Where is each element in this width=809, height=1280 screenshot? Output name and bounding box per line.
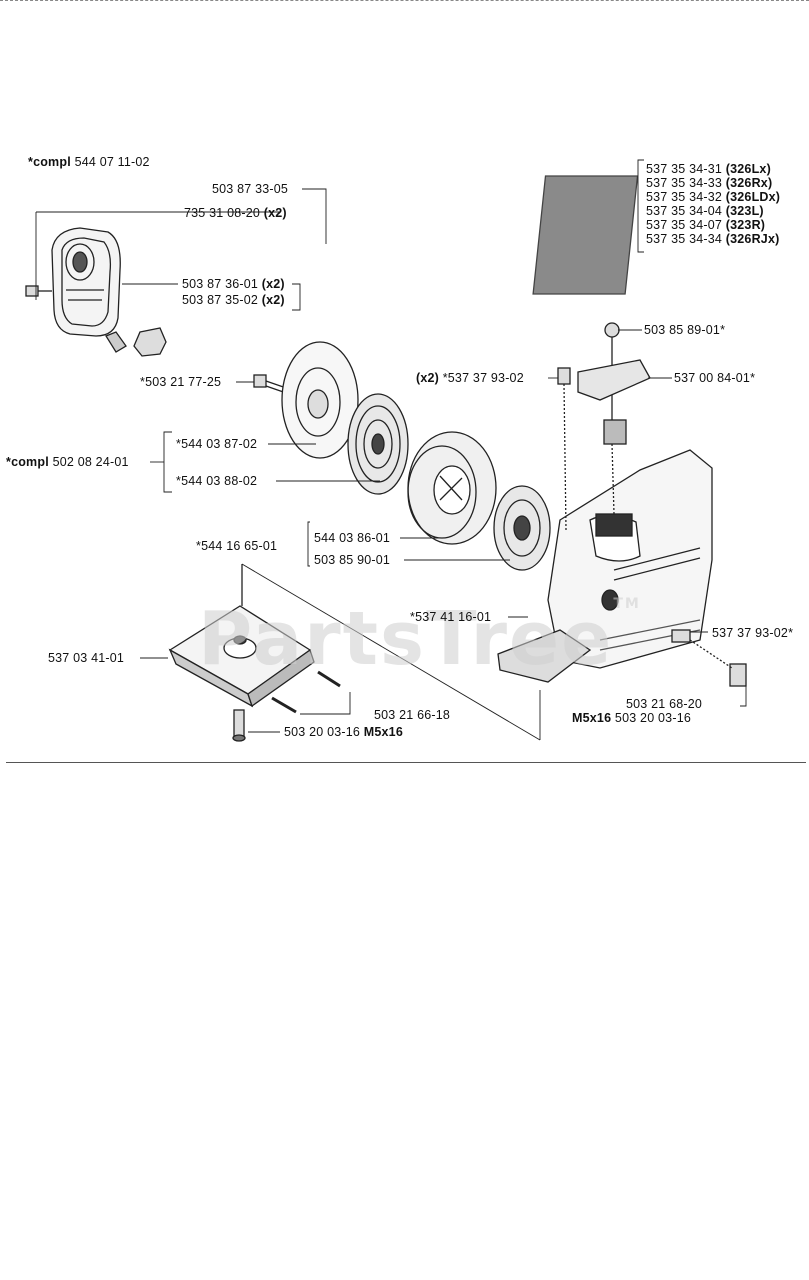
part-qty: (x2) [261, 293, 285, 307]
label-bot-left-screw[interactable]: 503 20 03-16 M5x16 [284, 725, 403, 739]
bottom-rule [6, 762, 806, 763]
label-503-21-77-25[interactable]: *503 21 77-25 [140, 375, 221, 389]
filter-item-1[interactable]: 537 35 34-31 (326Lx) [646, 162, 780, 176]
part-number: 537 35 34-32 [646, 190, 723, 204]
model-code: (323L) [725, 204, 764, 218]
part-number: *544 16 65-01 [196, 539, 278, 553]
filter-item-6[interactable]: 537 35 34-34 (326RJx) [646, 232, 780, 246]
part-number: *537 37 93-02 [442, 371, 524, 385]
top-rule [0, 0, 809, 1]
part-number: 502 08 24-01 [52, 455, 129, 469]
label-544-16-65-01[interactable]: *544 16 65-01 [196, 539, 277, 553]
label-544-03-86-01[interactable]: 544 03 86-01 [314, 531, 390, 545]
filter-item-4[interactable]: 537 35 34-04 (323L) [646, 204, 780, 218]
model-code: (326LDx) [725, 190, 781, 204]
part-number: *503 21 77-25 [140, 375, 222, 389]
label-503-21-68-20[interactable]: 503 21 68-20 [626, 697, 702, 711]
filter-item-2[interactable]: 537 35 34-33 (326Rx) [646, 176, 780, 190]
bracket-screw-c [317, 670, 341, 688]
screw-size: M5x16 [363, 725, 403, 739]
label-503-87-33-05[interactable]: 503 87 33-05 [212, 182, 288, 196]
part-number: *537 41 16-01 [410, 610, 492, 624]
part-number: 544 07 11-02 [74, 155, 150, 169]
part-number: *544 03 88-02 [176, 474, 258, 488]
model-code: (326Rx) [725, 176, 773, 190]
label-537-03-41-01[interactable]: 537 03 41-01 [48, 651, 124, 665]
part-number: 537 00 84-01* [674, 371, 756, 385]
label-503-87-35-02[interactable]: 503 87 35-02 (x2) [182, 293, 285, 307]
bracket-screw-b [271, 696, 297, 714]
label-735-31-08-20[interactable]: 735 31 08-20 (x2) [184, 206, 287, 220]
part-number: 503 87 35-02 [182, 293, 259, 307]
label-544-03-87-02[interactable]: *544 03 87-02 [176, 437, 257, 451]
part-number: 537 35 34-33 [646, 176, 723, 190]
part-number: 503 21 66-18 [374, 708, 451, 722]
part-number: 503 85 90-01 [314, 553, 391, 567]
label-537-37-93-02-right[interactable]: 537 37 93-02* [712, 626, 793, 640]
side-plate [497, 629, 592, 683]
filter-knob [105, 327, 167, 357]
label-503-21-66-18[interactable]: 503 21 66-18 [374, 708, 450, 722]
part-number: 735 31 08-20 [184, 206, 261, 220]
part-number: 537 35 34-31 [646, 162, 723, 176]
part-number: 544 03 86-01 [314, 531, 391, 545]
screw-size: M5x16 [572, 711, 612, 725]
compl-prefix: *compl [6, 455, 49, 469]
part-number: 503 87 33-05 [212, 182, 289, 196]
part-qty: (x2) [261, 277, 285, 291]
filter-part-list: 537 35 34-31 (326Lx) 537 35 34-33 (326Rx… [646, 162, 780, 246]
air-filter-cover [51, 227, 121, 337]
starter-housing [547, 449, 713, 669]
label-503-85-90-01[interactable]: 503 85 90-01 [314, 553, 390, 567]
bracket-screw-a [232, 709, 246, 742]
mounting-bracket [168, 564, 315, 708]
model-code: (326Lx) [725, 162, 771, 176]
watermark: PartsTreeTM [198, 596, 641, 682]
label-544-03-88-02[interactable]: *544 03 88-02 [176, 474, 257, 488]
starter-handle [577, 322, 651, 515]
part-number: 503 20 03-16 [284, 725, 361, 739]
model-code: (323R) [725, 218, 766, 232]
label-503-87-36-01[interactable]: 503 87 36-01 (x2) [182, 277, 285, 291]
part-number: 503 85 89-01* [644, 323, 726, 337]
part-number: 537 35 34-34 [646, 232, 723, 246]
label-compl-top[interactable]: *compl 544 07 11-02 [28, 155, 150, 169]
part-number: 503 20 03-16 [614, 711, 691, 725]
housing-screw [689, 639, 747, 687]
pulley-spring [493, 485, 551, 571]
label-bot-right-screw[interactable]: M5x16 503 20 03-16 [572, 711, 691, 725]
part-qty: (x2) [416, 371, 440, 385]
part-number: 537 37 93-02* [712, 626, 794, 640]
handle-pin [557, 367, 571, 531]
housing-nut [671, 629, 691, 643]
compl-prefix: *compl [28, 155, 71, 169]
model-code: (326RJx) [725, 232, 780, 246]
part-qty: (x2) [263, 206, 287, 220]
part-number: 537 03 41-01 [48, 651, 125, 665]
filter-screw [25, 285, 52, 297]
filter-item-5[interactable]: 537 35 34-07 (323R) [646, 218, 780, 232]
filter-item-3[interactable]: 537 35 34-32 (326LDx) [646, 190, 780, 204]
part-number: 503 87 36-01 [182, 277, 259, 291]
starter-disc [281, 341, 359, 459]
rope-pulley [407, 431, 497, 545]
part-number: 503 21 68-20 [626, 697, 703, 711]
label-537-41-16-01[interactable]: *537 41 16-01 [410, 610, 491, 624]
label-537-37-93-02-top[interactable]: (x2) *537 37 93-02 [416, 371, 524, 385]
part-number: 537 35 34-04 [646, 204, 723, 218]
recoil-spring [347, 393, 409, 495]
label-537-00-84-01[interactable]: 537 00 84-01* [674, 371, 755, 385]
leader-lines [35, 159, 747, 741]
part-number: *544 03 87-02 [176, 437, 258, 451]
filter-element [532, 175, 639, 295]
watermark-text: PartsTree [198, 596, 614, 682]
watermark-tm: TM [613, 596, 641, 612]
label-compl-mid[interactable]: *compl 502 08 24-01 [6, 455, 129, 469]
part-number: 537 35 34-07 [646, 218, 723, 232]
label-503-85-89-01[interactable]: 503 85 89-01* [644, 323, 725, 337]
